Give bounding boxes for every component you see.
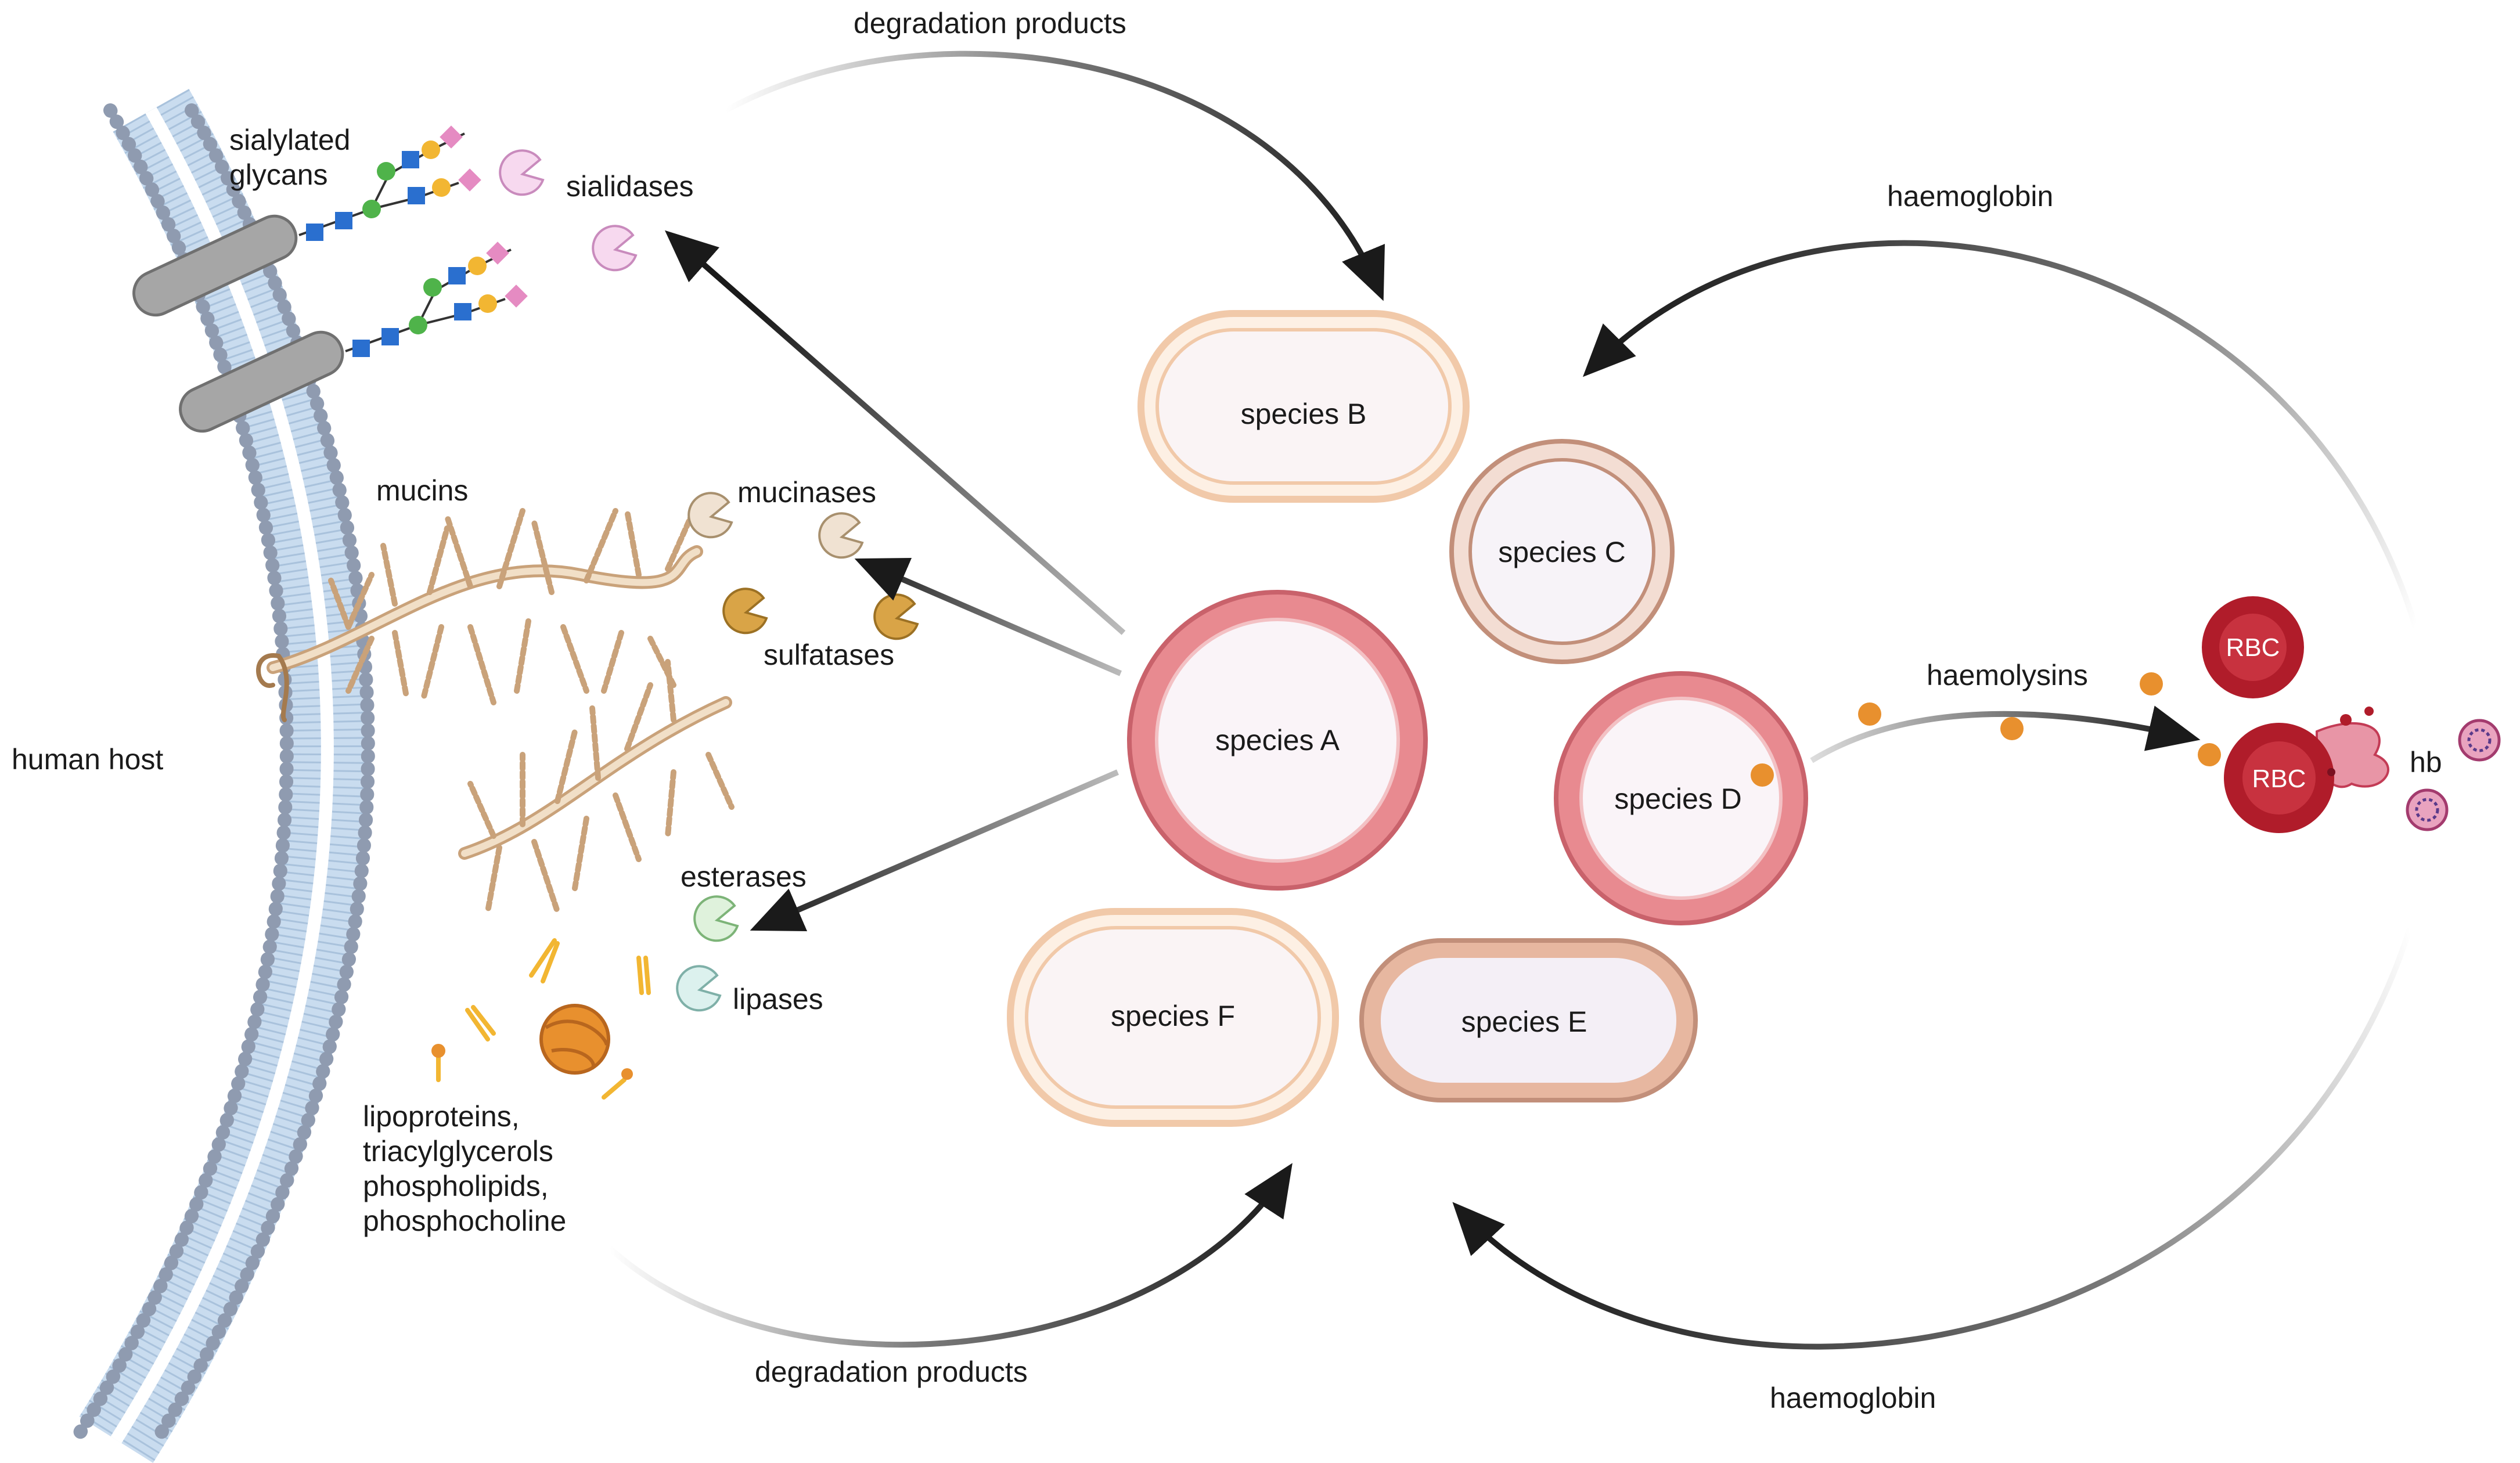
- label-sialylated-glycans-1: sialylated: [229, 124, 350, 156]
- red-blood-cell-intact: [2202, 596, 2304, 698]
- label-degradation-products-top: degradation products: [854, 7, 1126, 39]
- label-haemoglobin-bottom: haemoglobin: [1770, 1382, 1936, 1414]
- label-hb: hb: [2410, 746, 2442, 779]
- arrow-haemolysins: [1810, 705, 2201, 763]
- arrow-species-a-to-sialidases: [664, 230, 1126, 635]
- label-lipids-3: phospholipids,: [363, 1170, 549, 1202]
- haemoglobin-molecules: [2406, 719, 2501, 831]
- species-e-cell: [1359, 938, 1698, 1102]
- label-species-b: species B: [1241, 398, 1367, 430]
- sulfatase-enzymes: [722, 588, 919, 640]
- label-degradation-products-bottom: degradation products: [755, 1356, 1028, 1388]
- label-species-d: species D: [1614, 783, 1742, 815]
- red-blood-cell-lysed: [2224, 707, 2389, 833]
- label-lipids-4: phosphocholine: [363, 1205, 566, 1237]
- arrow-degradation-products-top: [724, 51, 1385, 301]
- sialidase-enzymes: [499, 149, 638, 272]
- arrow-species-a-to-esterases: [750, 769, 1119, 932]
- lipid-molecules: [431, 938, 651, 1100]
- label-haemoglobin-top: haemoglobin: [1887, 180, 2053, 212]
- label-lipids-1: lipoproteins,: [363, 1100, 520, 1133]
- species-f-cell: [1007, 908, 1339, 1127]
- sialylated-glycans: [298, 125, 528, 357]
- host-cell-membrane: [69, 89, 375, 1463]
- arrow-haemoglobin-top: [1582, 240, 2418, 628]
- label-species-e: species E: [1461, 1006, 1587, 1038]
- mucinase-enzymes: [687, 492, 864, 559]
- lipase-enzyme: [676, 965, 722, 1012]
- label-sialidases: sialidases: [566, 170, 694, 203]
- diagram-labels: human host sialylated glycans sialidases…: [12, 7, 2442, 1414]
- haemolysin-molecules: [1751, 672, 2221, 787]
- label-esterases: esterases: [681, 860, 807, 893]
- label-lipases: lipases: [733, 983, 823, 1015]
- label-mucins: mucins: [376, 474, 468, 507]
- membrane-receptors: [132, 214, 344, 433]
- label-species-c: species C: [1498, 536, 1626, 568]
- label-rbc-lysed: RBC: [2252, 765, 2306, 793]
- label-human-host: human host: [12, 743, 163, 776]
- label-sialylated-glycans-2: glycans: [229, 158, 328, 191]
- esterase-enzyme: [693, 895, 739, 942]
- label-lipids-2: triacylglycerols: [363, 1135, 553, 1167]
- arrows: [607, 51, 2418, 1350]
- arrow-species-a-to-mucinases: [854, 558, 1122, 676]
- label-mucinases: mucinases: [737, 476, 876, 509]
- species-c-cell: [1449, 439, 1675, 664]
- species-b-cell: [1137, 310, 1470, 503]
- arrow-haemoglobin-bottom: [1452, 928, 2413, 1350]
- label-species-a: species A: [1215, 724, 1340, 756]
- arrow-degradation-products-bottom: [607, 1163, 1293, 1348]
- label-species-f: species F: [1111, 1000, 1235, 1032]
- mucins: [256, 508, 735, 914]
- label-sulfatases: sulfatases: [764, 639, 894, 671]
- label-rbc-intact: RBC: [2226, 633, 2280, 662]
- label-haemolysins: haemolysins: [1927, 659, 2088, 691]
- species-d-cell: [1554, 671, 1808, 925]
- species-a-cell: [1127, 590, 1428, 891]
